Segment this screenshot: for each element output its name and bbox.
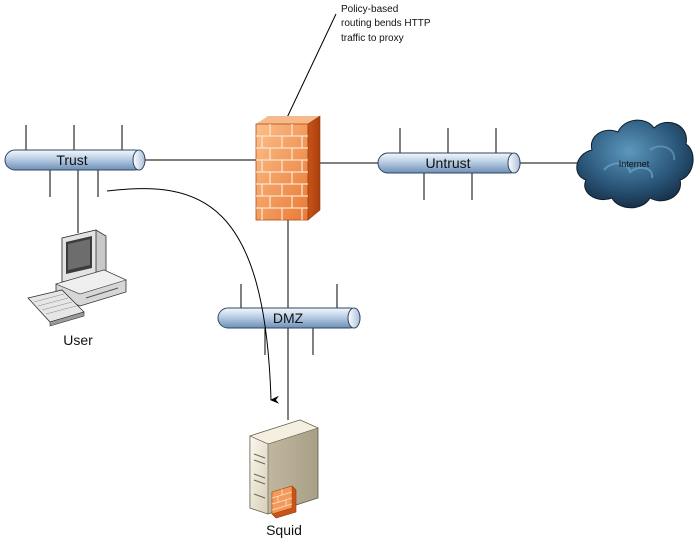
firewall-badge-icon [271,485,297,519]
annotation-text: Policy-based routing bends HTTP traffic … [341,4,433,44]
squid-label: Squid [266,522,302,538]
trust-label: Trust [56,152,87,168]
connection-lines [77,159,582,420]
dmz-label: DMZ [273,310,304,326]
trust-segment: Trust [4,125,146,197]
policy-routing-arrow [106,188,280,404]
annotation-line-2: routing bends HTTP [341,18,431,29]
untrust-label: Untrust [425,155,470,171]
user-label: User [63,332,93,348]
server-icon [249,419,319,519]
cloud-icon: Internet [576,119,694,209]
annotation-pointer [283,13,337,125]
computer-icon [27,229,127,327]
firewall-icon [255,115,321,221]
annotation-line-1: Policy-based [341,4,398,15]
untrust-segment: Untrust [377,128,521,200]
dmz-segment: DMZ [217,284,361,355]
internet-label: Internet [619,159,650,169]
annotation-line-3: traffic to proxy [341,33,404,44]
